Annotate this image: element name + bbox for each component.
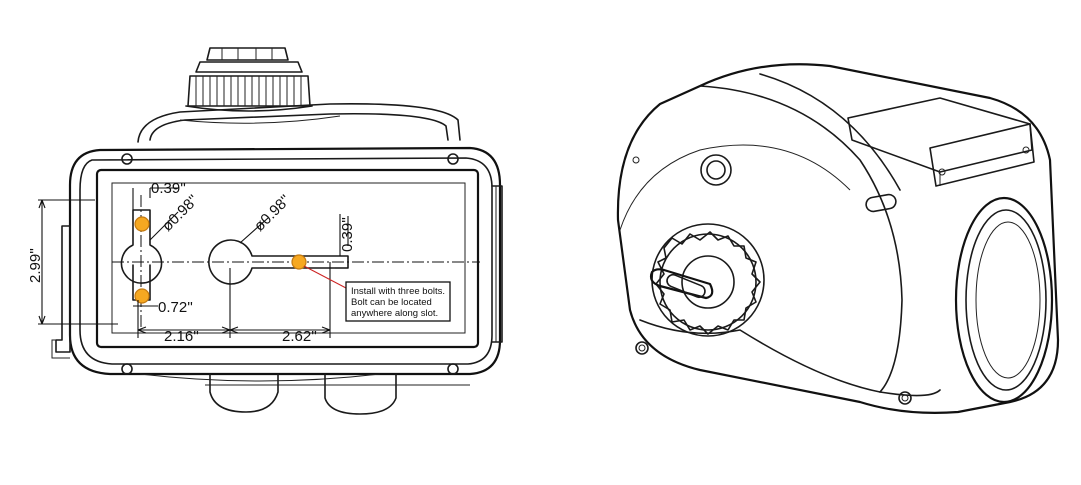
dim-keyhole-left-dia: ø0.98'' [159, 192, 202, 235]
dim-slot-width: 0.39'' [339, 217, 356, 252]
dim-keyhole-right-dia: ø0.98'' [251, 192, 294, 235]
bolt-marker-slot [291, 254, 307, 270]
dim-height-overall: 2.99'' [27, 248, 44, 283]
install-note-line1: Install with three bolts. [351, 286, 445, 297]
note-leader [303, 265, 347, 289]
dim-spacing-left: 2.16'' [164, 328, 199, 345]
install-note-box [345, 281, 451, 322]
install-note-line3: anywhere along slot. [351, 308, 438, 319]
isometric-view [616, 63, 1060, 414]
bolt-marker-bottom [134, 288, 150, 304]
bolt-marker-top [134, 216, 150, 232]
dim-bottom-offset: 0.72'' [158, 299, 193, 316]
dim-slot-length: 2.62'' [282, 328, 317, 345]
front-knob-icon [649, 223, 765, 337]
dim-top-offset: 0.39'' [151, 180, 186, 197]
bottom-view: 2.99'' 0.39'' ø0.98'' ø0.98'' 0.39'' 0.7… [27, 47, 503, 415]
install-note-line2: Bolt can be located [351, 297, 432, 308]
knob-icon [185, 47, 313, 112]
